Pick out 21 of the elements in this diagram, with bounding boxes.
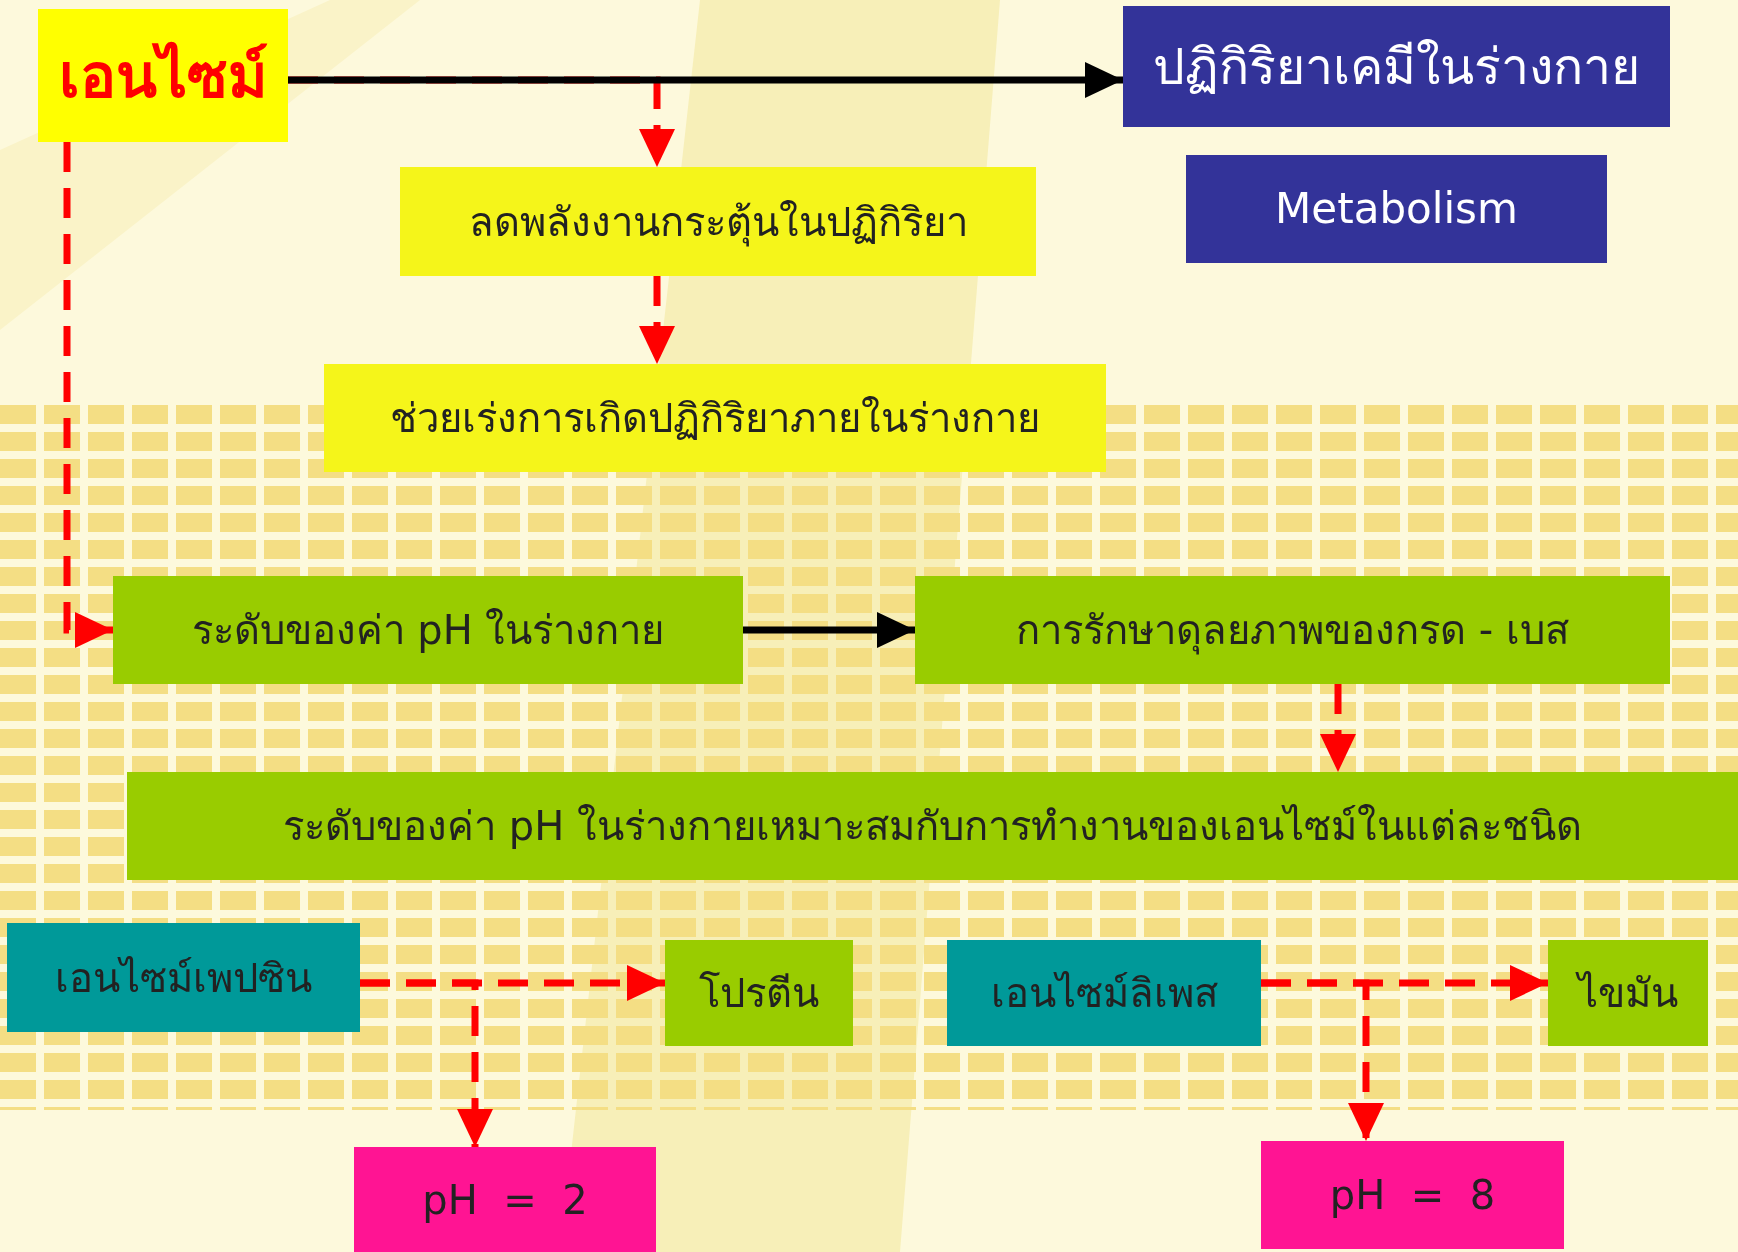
process-box: pH = 2: [354, 1147, 656, 1252]
title-box: เอนไซม์: [38, 9, 288, 142]
arrow: [639, 276, 675, 364]
arrow: [63, 142, 113, 648]
process-box: ไขมัน: [1548, 940, 1708, 1046]
process-box: การรักษาดุลยภาพของกรด - เบส: [915, 576, 1670, 684]
process-box: ลดพลังงานกระตุ้นในปฏิกิริยา: [400, 167, 1036, 276]
process-box: เอนไซม์เพปซิน: [7, 923, 360, 1032]
arrow: [743, 612, 915, 648]
process-box: ระดับของค่า pH ในร่างกายเหมาะสมกับการทำงานของเอนไซม์ในแต่ละชนิด: [127, 772, 1738, 880]
arrow: [1261, 979, 1384, 1141]
process-box: pH = 8: [1261, 1141, 1564, 1249]
process-box: ปฏิกิริยาเคมีในร่างกาย: [1123, 6, 1670, 127]
process-box: โปรตีน: [665, 940, 853, 1046]
process-box: Metabolism: [1186, 155, 1607, 263]
arrow: [1320, 684, 1356, 772]
arrow: [288, 62, 1123, 98]
arrow: [360, 979, 493, 1147]
process-box: ช่วยเร่งการเกิดปฏิกิริยาภายในร่างกาย: [324, 364, 1106, 472]
process-box: ระดับของค่า pH ในร่างกาย: [113, 576, 743, 684]
process-box: เอนไซม์ลิเพส: [947, 940, 1261, 1046]
